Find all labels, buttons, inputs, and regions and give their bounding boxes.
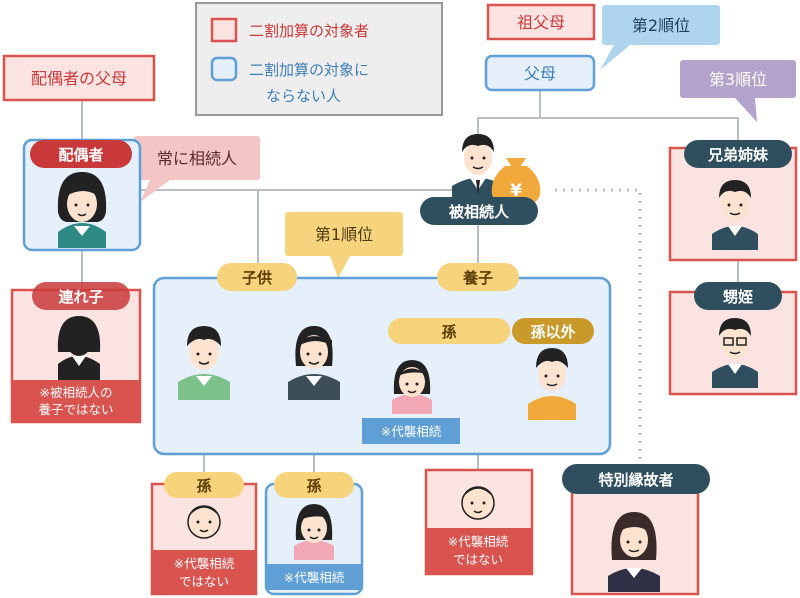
grandchild-in-box-label: 孫 (441, 323, 456, 341)
stepchild-note-line1: ※被相続人の (40, 385, 113, 400)
stepchild-note-line2: 養子ではない (38, 402, 113, 417)
special-label: 特別縁故者 (598, 471, 673, 489)
grandparents-box: 祖父母 (486, 3, 596, 41)
spouse-tag (30, 140, 132, 168)
sibling-avatar (712, 180, 758, 250)
legend: 二割加算の対象者 二割加算の対象に ならない人 (195, 2, 443, 116)
nephews-label: 甥姪 (723, 288, 753, 306)
grandchild-mid-label: 孫 (306, 477, 321, 495)
rank3-text: 第3順位 (709, 70, 767, 89)
legend-red-swatch (210, 17, 238, 43)
legend-blue-swatch (210, 56, 238, 82)
spouse-label: 配偶者 (58, 146, 103, 164)
rank2-text: 第2順位 (632, 16, 690, 35)
parents-box: 父母 (484, 54, 596, 92)
special-avatar (608, 512, 660, 592)
deceased-group: ¥ 被相続人 (420, 134, 541, 225)
adopted-tag (437, 263, 519, 291)
children-tag (217, 263, 297, 291)
rank3-callout: 第3順位 (680, 60, 796, 122)
stepchild-tag (32, 282, 130, 310)
child-female-avatar (288, 326, 340, 400)
rank2-callout: 第2順位 (600, 5, 720, 70)
stepchild-box: 連れ子 ※被相続人の 養子ではない (10, 282, 142, 424)
always-heir-text: 常に相続人 (157, 149, 237, 168)
siblings-tag (684, 140, 792, 168)
legend-red-label: 二割加算の対象者 (249, 22, 369, 40)
money-bag-icon: ¥ (491, 158, 541, 206)
grandchild-girl-avatar (392, 360, 432, 414)
grandchild-mid-tag (274, 472, 354, 498)
stepchild-avatar (57, 316, 101, 380)
grandchild-left-box: 孫 ※代襲相続 ではない (150, 472, 258, 596)
grandchild-other-tag (512, 318, 594, 344)
deceased-label: 被相続人 (449, 203, 510, 221)
deceased-avatar (452, 134, 504, 200)
legend-blue-label-line1: 二割加算の対象に (249, 61, 369, 79)
siblings-label: 兄弟姉妹 (707, 146, 769, 164)
grandchild-other-label: 孫以外 (530, 323, 575, 341)
children-label: 子供 (242, 269, 272, 287)
grandchild-right-note1: ※代襲相続 (448, 534, 509, 549)
rank1-callout: 第1順位 (285, 212, 403, 278)
other-child-avatar (528, 348, 576, 420)
grandparents-label: 祖父母 (517, 13, 565, 32)
child-male-avatar (178, 326, 230, 400)
special-tag (562, 464, 710, 494)
money-bag-symbol: ¥ (510, 181, 522, 201)
legend-blue-label-line2: ならない人 (266, 87, 341, 105)
baby-avatar-right (461, 486, 495, 520)
baby-avatar-left (187, 505, 221, 539)
grandchild-left-label: 孫 (196, 477, 211, 495)
nephews-tag (694, 282, 782, 310)
first-rank-box: 子供 養子 孫 孫以外 (152, 263, 612, 456)
nephews-box: 甥姪 (668, 282, 798, 396)
grandchild-in-box-tag (388, 318, 510, 344)
spouse-parents-box: 配偶者の父母 (2, 54, 156, 102)
grandchild-mid-box: 孫 ※代襲相続 (264, 472, 364, 596)
grandchild-left-note1: ※代襲相続 (174, 556, 235, 571)
nephew-avatar (712, 318, 758, 388)
daishu-label: ※代襲相続 (381, 424, 442, 439)
grandchild-left-tag (164, 472, 244, 498)
spouse-avatar (57, 172, 107, 248)
grandchild-mid-avatar (294, 504, 334, 560)
spouse-box: 配偶者 (22, 138, 142, 252)
deceased-tag (420, 197, 538, 225)
siblings-box: 兄弟姉妹 (668, 140, 798, 262)
grandchild-mid-note: ※代襲相続 (284, 570, 345, 585)
always-heir-callout: 常に相続人 (134, 136, 260, 202)
parents-label: 父母 (524, 64, 556, 83)
rank1-text: 第1順位 (315, 225, 373, 244)
spouse-parents-label: 配偶者の父母 (31, 69, 127, 88)
grandchild-left-note2: ではない (179, 574, 229, 589)
adopted-label: 養子 (462, 269, 493, 287)
special-relation-box: 特別縁故者 (562, 464, 710, 596)
grandchild-right-box: ※代襲相続 ではない (424, 468, 534, 576)
stepchild-label: 連れ子 (58, 288, 103, 306)
grandchild-right-note2: ではない (453, 552, 503, 567)
